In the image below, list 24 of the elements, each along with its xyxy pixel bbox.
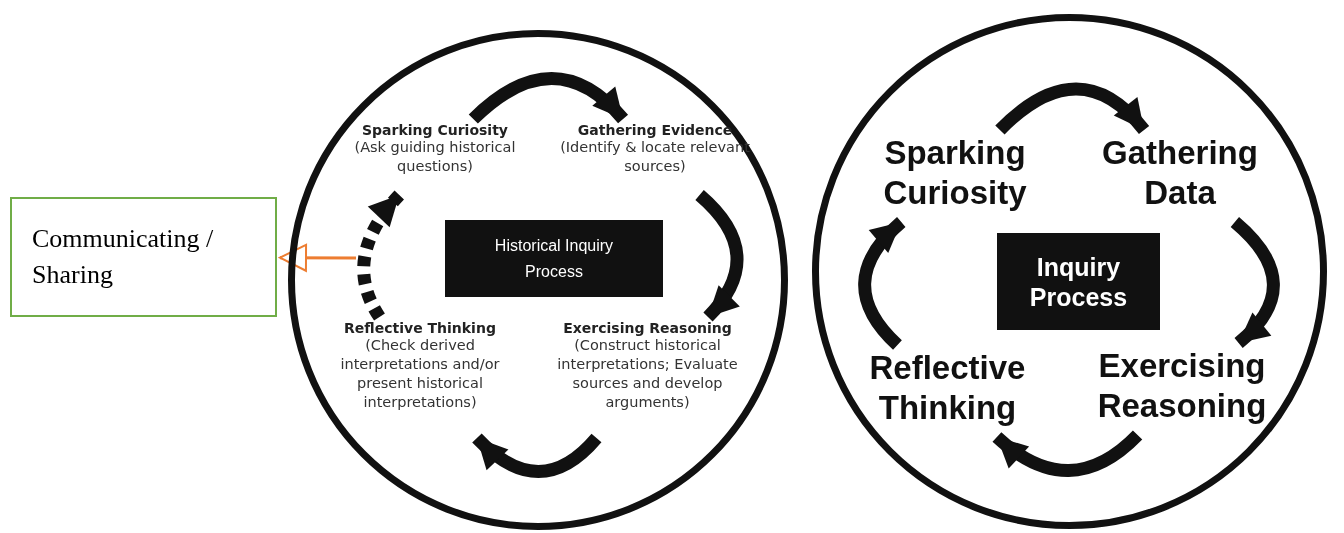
step-heading: Reflective Thinking <box>343 320 497 336</box>
step-label: Sparking Curiosity <box>865 133 1045 219</box>
step-heading: Sparking Curiosity <box>361 122 509 138</box>
cycle-arrow <box>695 190 744 322</box>
cycle-arrow <box>472 433 602 478</box>
step-description: (Ask guiding historical questions) <box>353 138 517 176</box>
cycle-arrow <box>858 217 906 350</box>
pointer-arrow <box>279 243 356 272</box>
cycle-arrow <box>468 72 628 124</box>
process-box: Inquiry Process <box>997 233 1160 330</box>
step-label: Exercising Reasoning <box>1082 346 1282 432</box>
step-heading: Exercising Reasoning <box>562 320 733 336</box>
note-box: Communicating / Sharing <box>10 197 277 317</box>
cycle-arrow <box>1230 217 1280 348</box>
process-box: Historical Inquiry Process <box>445 220 663 297</box>
step-description: (Check derived interpretations and/or present historical interpretations) <box>339 336 501 412</box>
cycle-arrow <box>995 82 1149 135</box>
cycle-arrow <box>357 190 405 321</box>
step-label: Reflective Thinking <box>855 348 1040 434</box>
cycle-arrow <box>992 430 1143 477</box>
step-description: (Construct historical interpretations; Evaluate sources and develop arguments) <box>556 336 739 412</box>
cycle-circle <box>812 14 1327 529</box>
step-label: Gathering Data <box>1085 133 1275 219</box>
cycle-circle <box>288 30 788 530</box>
